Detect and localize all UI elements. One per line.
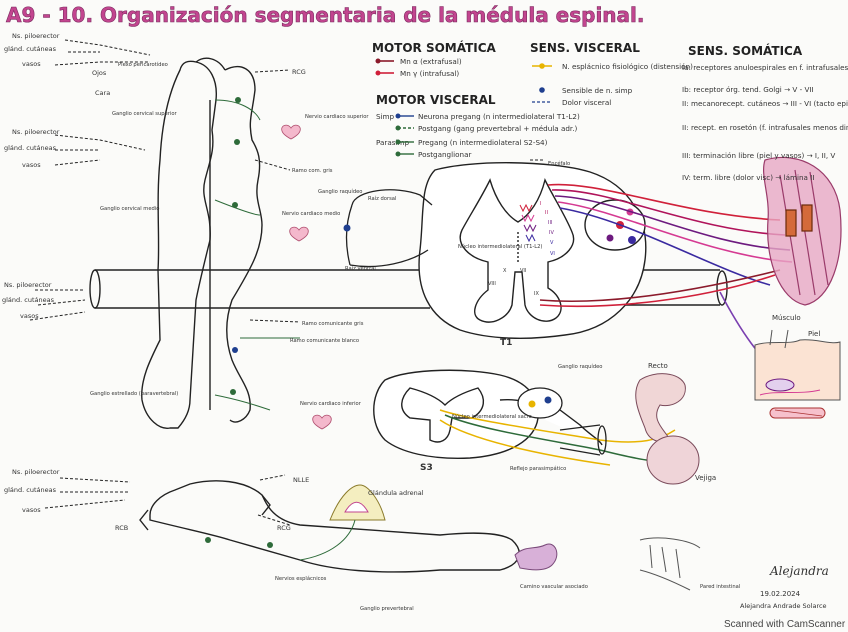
lamina-label: VII — [520, 268, 526, 274]
lamina-label: X — [503, 268, 507, 274]
legend-item: Postganglionar — [418, 150, 471, 159]
label-ganglio-raquideo: Ganglio raquídeo — [318, 188, 362, 195]
signature-date: 19.02.2024 — [760, 590, 801, 598]
skin — [755, 330, 840, 400]
label-ganglio-cervical-medio: Ganglio cervical medio — [100, 206, 159, 212]
lamina-label: IX — [534, 291, 539, 297]
label-musculo: Músculo — [772, 314, 801, 322]
label-nervio-cardiaco-medio: Nervio cardiaco medio — [282, 211, 340, 217]
lamina-label: II — [545, 210, 548, 216]
legend-heading: SENS. VISCERAL — [530, 41, 640, 55]
intestinal-wall — [640, 538, 700, 590]
label-glandulas-cutaneas: glánd. cutáneas — [4, 45, 57, 53]
page-title: A9 - 10. Organización segmentaria de la … — [6, 3, 645, 27]
lamina-label: I — [540, 201, 541, 207]
label-ganglio-prevertebral: Ganglio prevertebral — [360, 606, 414, 612]
legend-item: Mn γ (intrafusal) — [400, 69, 459, 78]
signature-name: Alejandra — [769, 564, 829, 578]
label-reflejo-parasimpatico: Reflejo parasimpático — [510, 465, 566, 472]
label-ojos: Ojos — [92, 69, 107, 77]
legend-heading: SENS. SOMÁTICA — [688, 43, 803, 58]
vessel-skin — [770, 408, 825, 418]
label-glandulas-cutaneas: glánd. cutáneas — [4, 486, 57, 494]
legend-item: Dolor visceral — [562, 98, 611, 107]
label-pared-intestinal: Pared intestinal — [700, 584, 740, 590]
label-nervio-cardiaco-superior: Nervio cardiaco superior — [305, 114, 369, 120]
signature-author: Alejandra Andrade Solarce — [740, 602, 827, 610]
label-ramo-comunicante-gris: Ramo comunicante gris — [302, 321, 364, 327]
label-t1: T1 — [500, 338, 512, 348]
label-ns-piloerector: Ns. piloerector — [12, 128, 60, 136]
legend-sens-visceral: SENS. VISCERAL N. esplácnico fisiológico… — [530, 41, 693, 107]
label-s3: S3 — [420, 463, 433, 473]
legend-item: Pregang (n intermediolateral S2-S4) — [418, 138, 548, 147]
bladder — [647, 436, 699, 484]
legend-heading: MOTOR SOMÁTICA — [372, 40, 497, 55]
heart-icon — [313, 415, 332, 429]
label-vasos: vasos — [22, 506, 41, 514]
legend-item: Ib: receptor órg. tend. Golgi → V - VII — [682, 85, 814, 94]
label-vasos: vasos — [20, 312, 39, 320]
label-raiz-dorsal: Raíz dorsal — [368, 195, 396, 202]
label-nucleo-parasimpatico: Núcleo intermediolateral sacro — [452, 413, 532, 420]
label-vasos: vasos — [22, 60, 41, 68]
lamina-label: V — [550, 240, 554, 246]
label-ramo-com-gris: Ramo com. gris — [292, 168, 333, 174]
label-nervio-cardiaco-inferior: Nervio cardiaco inferior — [300, 401, 362, 407]
label-ramo-comunicante-blanco: Ramo comunicante blanco — [290, 338, 359, 344]
label-rcg: RCG — [277, 524, 291, 532]
label-nervios-esplacnicos: Nervios esplácnicos — [275, 575, 327, 582]
label-ns-piloerector: Ns. piloerector — [12, 468, 60, 476]
lamina-label: IV — [549, 230, 554, 236]
label-ganglio-estrellado: Ganglio estrellado (paravertebral) — [90, 391, 178, 397]
label-ganglio-raquideo-s3: Ganglio raquídeo — [558, 363, 602, 370]
lamina-label: III — [548, 220, 552, 226]
legend-item: II: mecanorecept. cutáneos → III - VI (t… — [682, 99, 848, 108]
label-ns-piloerector: Ns. piloerector — [4, 281, 52, 289]
label-raiz-ventral: Raíz ventral — [345, 265, 376, 272]
legend-item: Postgang (gang prevertebral + médula adr… — [418, 124, 578, 133]
label-vejiga: Vejiga — [695, 474, 716, 482]
legend-item: III: terminación libre (piel y vasos) → … — [682, 151, 835, 160]
lamina-label: VIII — [488, 281, 496, 287]
heart-icon — [282, 125, 301, 139]
label-vasos: vasos — [22, 161, 41, 169]
signature: Alejandra 19.02.2024 Alejandra Andrade S… — [740, 564, 829, 610]
label-recto: Recto — [648, 362, 668, 370]
legend-item: Mn α (extrafusal) — [400, 57, 462, 66]
label-nlle: NLLE — [293, 476, 309, 484]
legend-item: N. esplácnico fisiológico (distensión) — [562, 62, 693, 71]
legend-heading: MOTOR VISCERAL — [376, 93, 496, 107]
legend-item: Ia: receptores anuloespirales en f. intr… — [682, 63, 848, 72]
label-camino-vascular: Camino vascular asociado — [520, 584, 588, 590]
lamina-label: VI — [550, 251, 555, 257]
legend-item: Sensible de n. simp — [562, 86, 633, 95]
legend-item: II: recept. en rosetón (f. intrafusales … — [682, 123, 848, 132]
label-ns-piloerector: Ns. piloerector — [12, 32, 60, 40]
legend-motor-visceral: MOTOR VISCERAL Simp Neurona pregang (n i… — [376, 93, 580, 159]
label-glandula-adrenal: Glándula adrenal — [368, 489, 424, 497]
label-nucleo-intermediolateral: Núcleo intermediolateral (T1-L2) — [458, 243, 542, 250]
label-glandulas-cutaneas: glánd. cutáneas — [4, 144, 57, 152]
label-glandulas-cutaneas: glánd. cutáneas — [2, 296, 55, 304]
heart-icon — [290, 227, 309, 241]
legend-motor-somatica: MOTOR SOMÁTICA Mn α (extrafusal) Mn γ (i… — [372, 40, 497, 78]
label-piel: Piel — [808, 330, 820, 338]
label-rcb: RCB — [115, 524, 128, 532]
label-ganglio-cervical-superior: Ganglio cervical superior — [112, 111, 178, 117]
label-rcg: RCG — [292, 68, 306, 76]
label-encefalo: Encéfalo — [548, 160, 570, 167]
legend-sublabel: Simp — [376, 112, 395, 121]
legend-item: IV: term. libre (dolor visc) → lámina II — [682, 173, 814, 182]
scanner-watermark: Scanned with CamScanner — [724, 619, 846, 630]
legend-item: Neurona pregang (n intermediolateral T1-… — [418, 112, 580, 121]
vascular-path — [515, 544, 557, 570]
label-cara: Cara — [95, 89, 110, 97]
rectum — [636, 374, 686, 442]
label-plexo-pericarotideo: Plexo pericarotídeo — [118, 61, 168, 68]
